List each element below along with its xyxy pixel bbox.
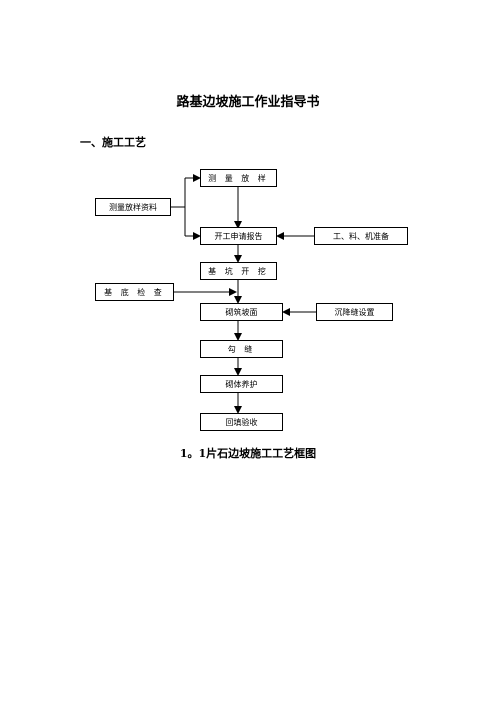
step-survey-layout: 测 量 放 样 (200, 169, 277, 187)
step-pointing: 勾 缝 (200, 340, 283, 358)
input-survey-docs: 测量放样资料 (95, 198, 171, 216)
input-foundation-check: 基 底 检 查 (95, 283, 174, 301)
step-backfill-acceptance: 回填验收 (200, 413, 283, 431)
figure-caption: 1。1片石边坡施工工艺框图 (179, 447, 317, 460)
step-start-report: 开工申请报告 (200, 227, 277, 245)
step-pit-excavation: 基 坑 开 挖 (200, 262, 277, 280)
input-settlement-joint: 沉降缝设置 (316, 303, 393, 321)
step-masonry-curing: 砌体养护 (200, 375, 283, 393)
section-heading: 一、施工工艺 (80, 136, 146, 149)
input-resources-prep: 工、料、机准备 (314, 227, 408, 245)
step-masonry-slope: 砌筑坡面 (200, 303, 283, 321)
page-title: 路基边坡施工作业指导书 (176, 95, 320, 110)
